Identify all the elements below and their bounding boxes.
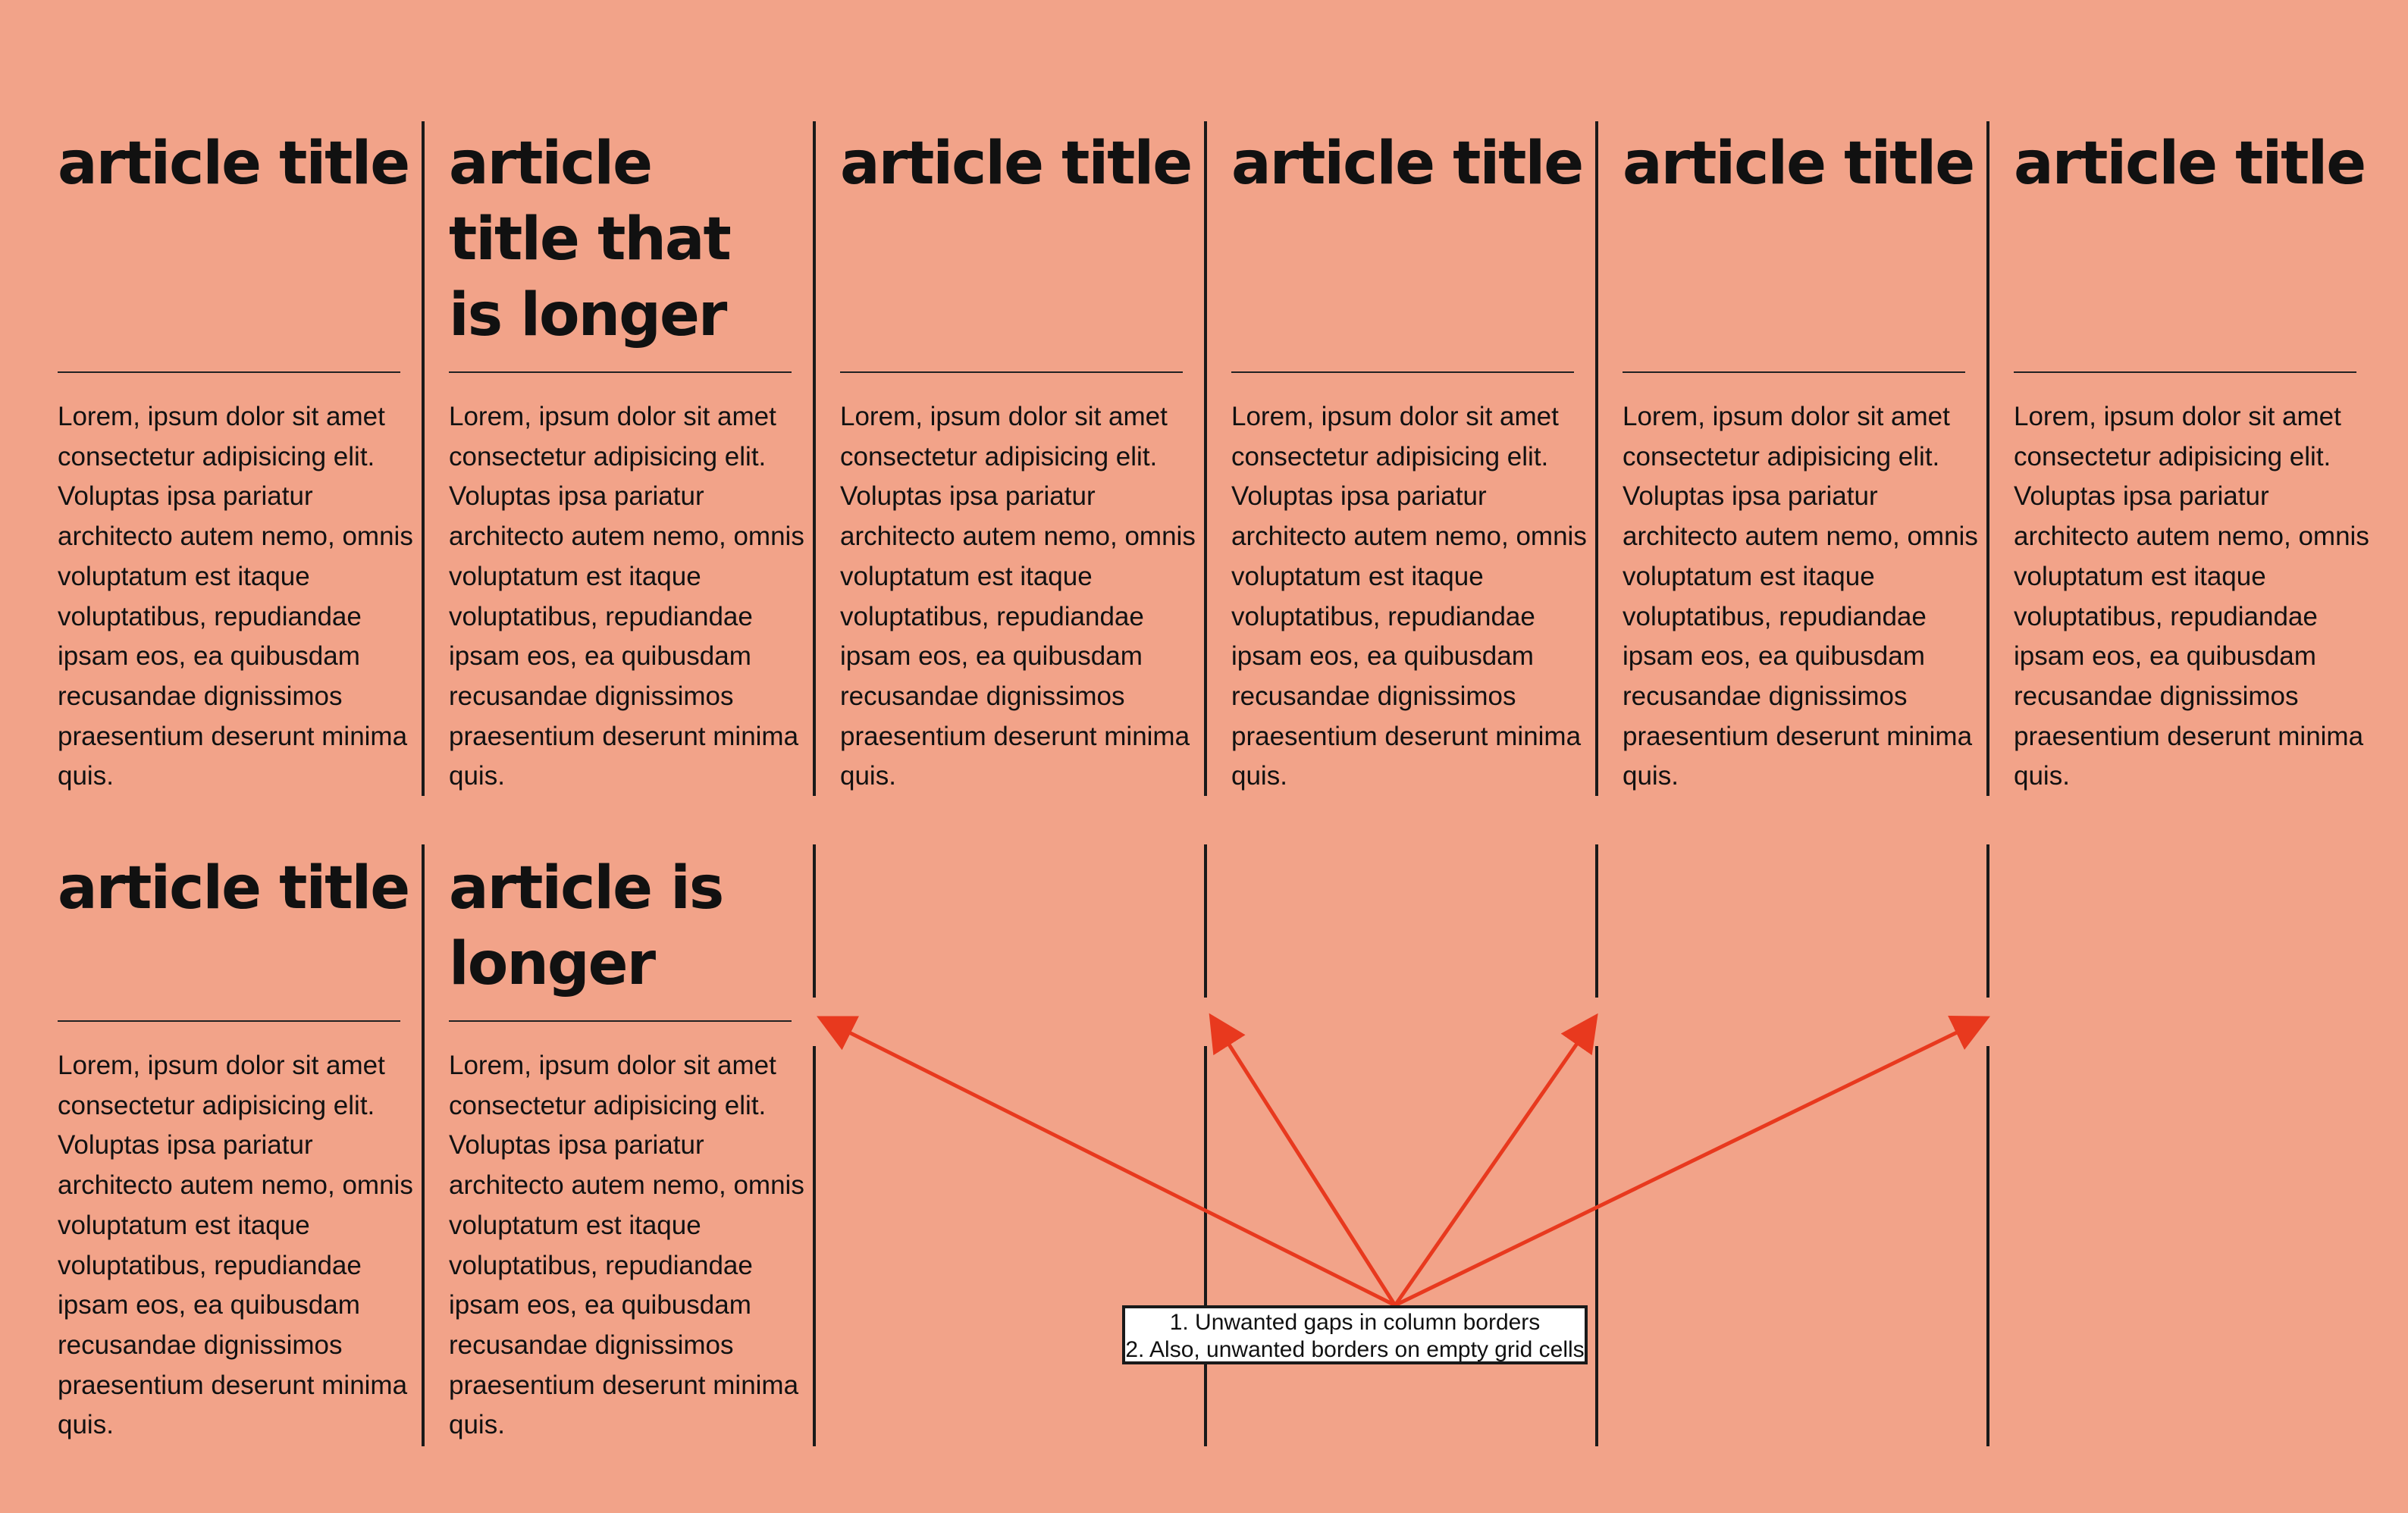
- article-title: article title: [58, 130, 410, 198]
- column-border-upper: [1595, 844, 1598, 998]
- title-divider: [2014, 371, 2356, 373]
- title-divider: [1623, 371, 1965, 373]
- column-border-upper: [1986, 844, 1989, 998]
- article-card: article title Lorem, ipsum dolor sit ame…: [2014, 106, 2370, 791]
- column-border-lower: [1986, 1046, 1989, 1446]
- article-body: Lorem, ipsum dolor sit amet consectetur …: [449, 402, 804, 791]
- article-card: article title Lorem, ipsum dolor sit ame…: [1623, 106, 1979, 791]
- article-card: article title Lorem, ipsum dolor sit ame…: [840, 106, 1196, 791]
- article-title: article is longer: [449, 854, 724, 998]
- column-border: [1986, 121, 1989, 796]
- column-border-upper: [1204, 844, 1207, 998]
- column-border: [422, 121, 425, 796]
- article-body: Lorem, ipsum dolor sit amet consectetur …: [58, 1051, 413, 1440]
- arrow-to-gap: [1394, 1015, 1990, 1308]
- article-title: article title: [58, 854, 410, 923]
- article-body: Lorem, ipsum dolor sit amet consectetur …: [840, 402, 1196, 791]
- article-card: article is longer Lorem, ipsum dolor sit…: [449, 831, 805, 1439]
- annotation-note: 1. Unwanted gaps in column borders 2. Al…: [1122, 1305, 1588, 1364]
- annotation-line-1: 1. Unwanted gaps in column borders: [1169, 1310, 1541, 1335]
- column-border-lower: [1595, 1046, 1598, 1446]
- column-border-lower: [1204, 1046, 1207, 1446]
- column-border-upper: [813, 844, 816, 998]
- article-title: article title: [1623, 130, 1975, 198]
- arrow-to-gap: [817, 1016, 1397, 1308]
- article-title: article title: [2014, 130, 2366, 198]
- title-divider: [449, 1020, 792, 1022]
- article-grid: article title Lorem, ipsum dolor sit ame…: [58, 106, 2369, 1449]
- article-title: article title: [840, 130, 1193, 198]
- annotation-line-2: 2. Also, unwanted borders on empty grid …: [1125, 1337, 1585, 1362]
- article-body: Lorem, ipsum dolor sit amet consectetur …: [1623, 402, 1978, 791]
- article-card: article title Lorem, ipsum dolor sit ame…: [58, 106, 414, 791]
- column-border-lower: [813, 1046, 816, 1446]
- article-card: article title Lorem, ipsum dolor sit ame…: [1231, 106, 1588, 791]
- column-border: [422, 844, 425, 1446]
- article-title: article title: [1231, 130, 1584, 198]
- title-divider: [1231, 371, 1574, 373]
- title-divider: [58, 371, 400, 373]
- article-card: article title that is longer Lorem, ipsu…: [449, 106, 805, 791]
- column-border: [1595, 121, 1598, 796]
- article-title: article title that is longer: [449, 130, 732, 349]
- article-body: Lorem, ipsum dolor sit amet consectetur …: [1231, 402, 1587, 791]
- article-body: Lorem, ipsum dolor sit amet consectetur …: [449, 1051, 804, 1440]
- article-card: article title Lorem, ipsum dolor sit ame…: [58, 831, 414, 1439]
- title-divider: [58, 1020, 400, 1022]
- title-divider: [840, 371, 1183, 373]
- article-body: Lorem, ipsum dolor sit amet consectetur …: [58, 402, 413, 791]
- article-body: Lorem, ipsum dolor sit amet consectetur …: [2014, 402, 2369, 791]
- arrow-to-gap: [1209, 1013, 1397, 1307]
- column-border: [1204, 121, 1207, 796]
- title-divider: [449, 371, 792, 373]
- arrow-to-gap: [1393, 1013, 1598, 1307]
- column-border: [813, 121, 816, 796]
